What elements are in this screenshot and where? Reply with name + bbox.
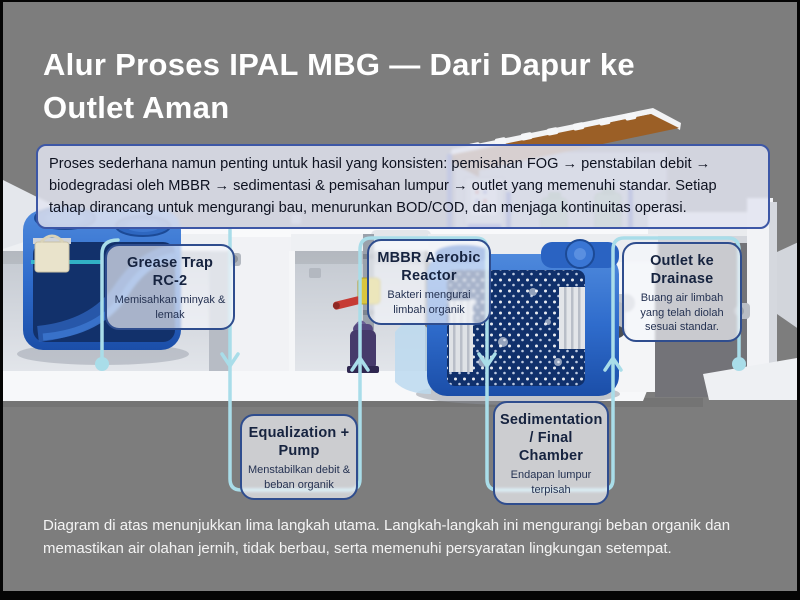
- arrow-down-icon: [220, 352, 240, 370]
- callout-outlet: Outlet ke Drainase Buang air limbah yang…: [622, 242, 742, 343]
- callout-title: Outlet ke Drainase: [650, 253, 714, 288]
- callout-description: Memisahkan minyak & lemak: [114, 294, 226, 321]
- callout-description: Buang air limbah yang telah diolah sesua…: [640, 292, 724, 333]
- callout-title: Equalization + Pump: [248, 425, 350, 460]
- intro-text-box: Proses sederhana namun penting untuk has…: [36, 144, 770, 229]
- callout-title: Sedimentation / Final Chamber: [500, 412, 603, 465]
- callout-equalization: Equalization + Pump Menstabilkan debit &…: [240, 414, 358, 500]
- valve-lever: [332, 296, 361, 310]
- callout-title: Grease Trap RC-2: [126, 255, 214, 290]
- callout-description: Endapan lumpur terpisah: [510, 469, 592, 496]
- footer-caption: Diagram di atas menunjukkan lima langkah…: [43, 517, 731, 558]
- callout-title: MBBR Aerobic Reactor: [377, 250, 481, 285]
- connector-grease-trap: [100, 238, 120, 359]
- page-title: Alur Proses IPAL MBG — Dari Dapur ke Out…: [43, 47, 635, 125]
- callout-description: Bakteri mengurai limbah organik: [387, 289, 471, 316]
- flow-dot-icon: [95, 357, 109, 371]
- media-block-right: [559, 287, 585, 349]
- arrow-down-icon: [477, 352, 497, 370]
- callout-description: Menstabilkan debit & beban organik: [247, 464, 351, 491]
- callout-sedimentation: Sedimentation / Final Chamber Endapan lu…: [493, 401, 609, 505]
- filter-basket: [33, 234, 71, 273]
- flow-dot-icon: [732, 357, 746, 371]
- arrow-up-icon: [350, 354, 370, 372]
- slide-canvas: Alur Proses IPAL MBG — Dari Dapur ke Out…: [3, 2, 797, 591]
- callout-grease-trap: Grease Trap RC-2 Memisahkan minyak & lem…: [105, 244, 235, 330]
- callout-mbbr-reactor: MBBR Aerobic Reactor Bakteri mengurai li…: [367, 239, 491, 325]
- arrow-up-icon: [603, 354, 623, 372]
